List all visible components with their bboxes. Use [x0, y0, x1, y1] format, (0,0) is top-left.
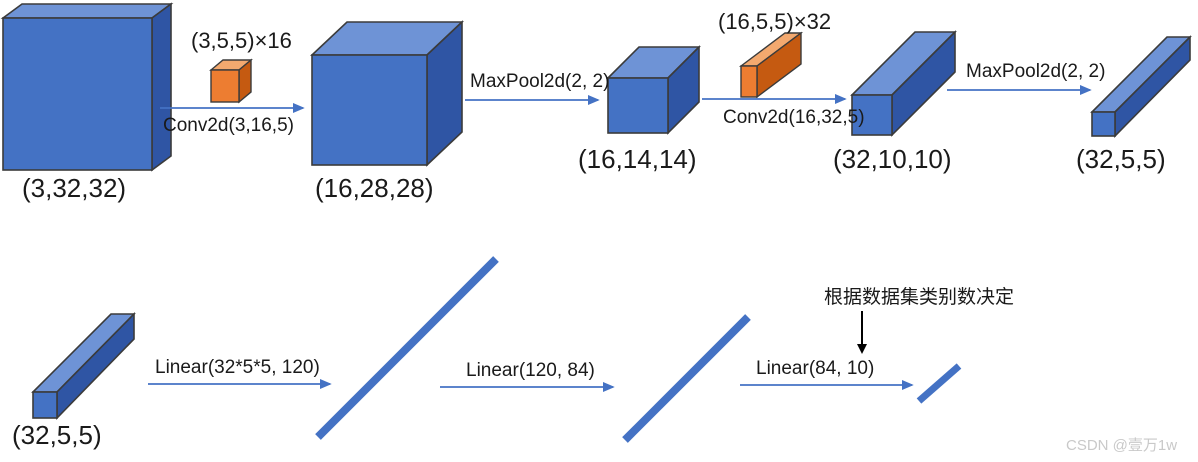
fc2-op-label: Linear(120, 84) — [466, 360, 595, 381]
pool1-op-label: MaxPool2d(2, 2) — [470, 71, 610, 92]
conv2-kernel-shape — [738, 31, 804, 99]
pool2-output-tensor-label: (32,5,5) — [1076, 144, 1166, 174]
conv1-output-tensor-shape — [309, 20, 465, 167]
conv1-kernel-shape — [209, 58, 253, 104]
flatten-input-tensor-label: (32,5,5) — [12, 420, 102, 450]
conv2-op-label: Conv2d(16,32,5) — [723, 107, 865, 128]
conv1-output-tensor-label: (16,28,28) — [315, 173, 434, 203]
pool2-output-tensor-shape — [1090, 35, 1192, 138]
conv1-op-label: Conv2d(3,16,5) — [163, 115, 294, 136]
input-tensor-label: (3,32,32) — [22, 173, 127, 203]
fc1-output-bar — [315, 256, 499, 440]
conv1-kernel-label: (3,5,5)×16 — [191, 28, 292, 53]
pool1-output-tensor-label: (16,14,14) — [578, 144, 697, 174]
input-tensor-shape — [0, 2, 174, 172]
conv2-output-tensor-shape — [850, 30, 957, 137]
pool1-output-tensor-shape — [606, 45, 701, 135]
fc2-output-bar — [622, 314, 751, 443]
classes-note-label: 根据数据集类别数决定 — [824, 287, 1015, 308]
pool2-op-label: MaxPool2d(2, 2) — [966, 61, 1106, 82]
conv2-kernel-label: (16,5,5)×32 — [718, 9, 832, 34]
conv2-output-tensor-label: (32,10,10) — [833, 144, 952, 174]
fc1-op-label: Linear(32*5*5, 120) — [155, 357, 320, 378]
flatten-input-tensor-shape — [31, 312, 136, 420]
watermark-label: CSDN @壹万1w — [1066, 437, 1178, 454]
fc3-op-label: Linear(84, 10) — [756, 358, 875, 379]
fc3-output-bar — [916, 363, 962, 404]
